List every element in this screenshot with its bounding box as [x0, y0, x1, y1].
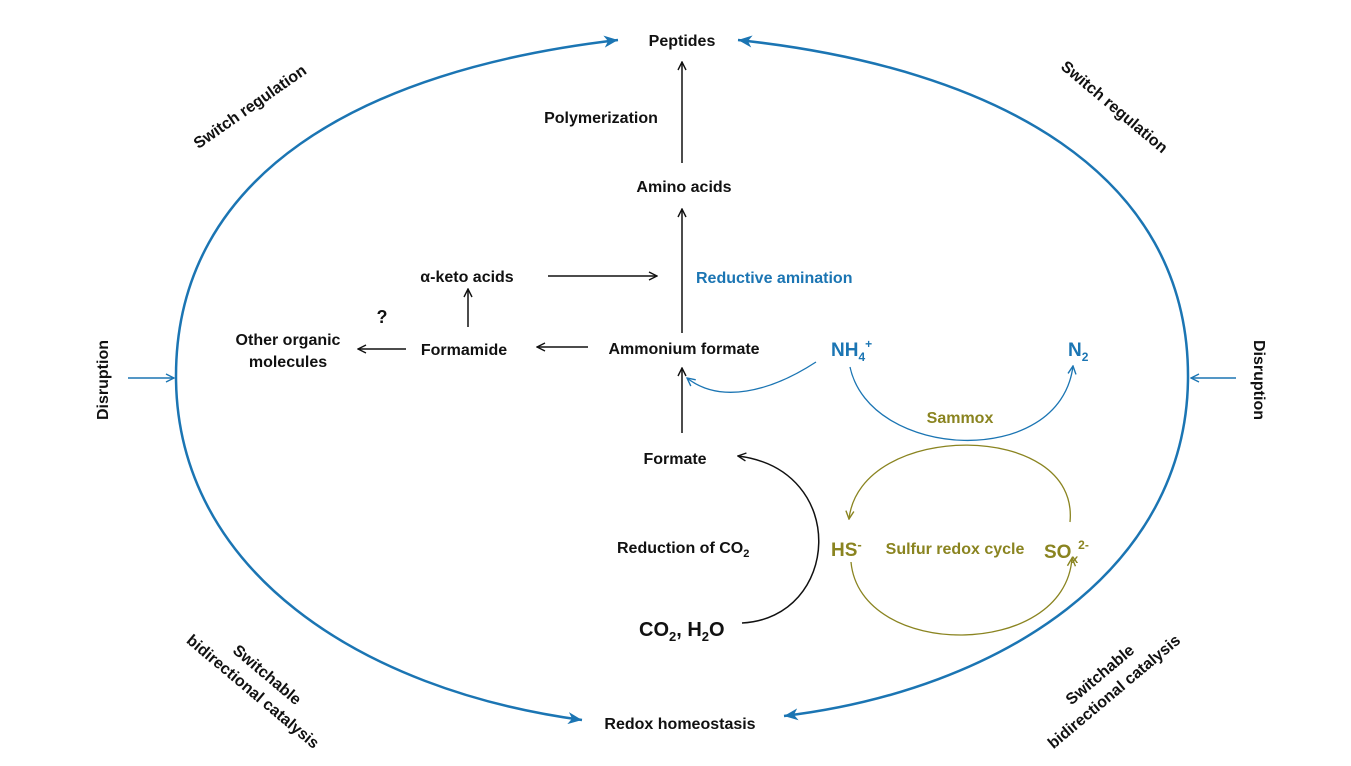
node-amino-acids: Amino acids [636, 179, 731, 196]
arrow-nh4-to-ammonium [687, 361, 817, 393]
node-formamide: Formamide [421, 342, 507, 359]
label-switch-regulation-right: Switch regulation [1057, 58, 1170, 157]
node-hs: HS- [831, 537, 862, 561]
label-sulfur-redox-cycle: Sulfur redox cycle [886, 541, 1025, 558]
label-disruption-right: Disruption [1250, 340, 1267, 420]
outer-arc-bottom-right [783, 375, 1190, 721]
node-alpha-keto-acids: α-keto acids [420, 269, 514, 286]
node-sox: SOx2- [1044, 538, 1089, 566]
outer-arc-top-left [174, 35, 619, 377]
outer-arc-top-right [737, 35, 1190, 377]
label-switchable-left: Switchable bidirectional catalysis [183, 632, 322, 753]
label-reduction-of-co2: Reduction of CO2 [617, 540, 749, 560]
arrow-co2-to-formate [738, 456, 820, 624]
label-sammox: Sammox [927, 410, 994, 427]
sammox-arc [849, 366, 1073, 442]
outer-arc-bottom-left [174, 375, 583, 725]
label-switchable-right: Switchable bidirectional catalysis [1045, 632, 1184, 753]
question-mark: ? [377, 307, 388, 327]
node-n2: N2 [1068, 340, 1089, 364]
node-nh4: NH4+ [831, 337, 872, 364]
node-redox-homeostasis: Redox homeostasis [604, 716, 755, 733]
label-disruption-left: Disruption [95, 340, 112, 420]
label-polymerization: Polymerization [544, 110, 658, 127]
node-co2-h2o: CO2, H2O [639, 619, 725, 644]
node-formate: Formate [643, 451, 706, 468]
label-reductive-amination: Reductive amination [696, 270, 852, 287]
node-other-organic-line1: Other organic [236, 332, 341, 349]
sulfur-arc-bottom [850, 558, 1072, 636]
node-ammonium-formate: Ammonium formate [608, 341, 759, 358]
sulfur-arc-top [849, 444, 1071, 523]
label-switch-regulation-left: Switch regulation [191, 62, 310, 152]
node-peptides: Peptides [649, 33, 716, 50]
node-other-organic-line2: molecules [249, 354, 327, 371]
